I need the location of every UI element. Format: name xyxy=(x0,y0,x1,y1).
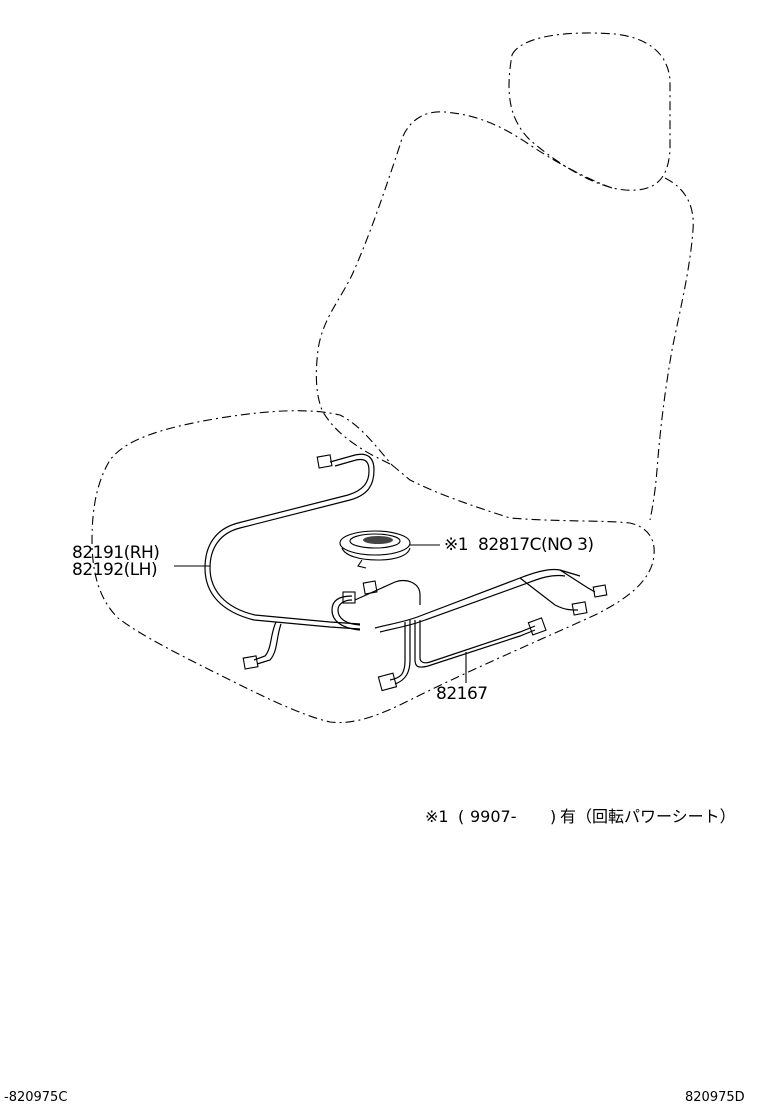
label-82167: 82167 xyxy=(436,684,488,704)
figure-code-right: 820975D xyxy=(685,1090,745,1105)
spiral-cable-82817C xyxy=(339,530,411,569)
footnote-close-paren: ) xyxy=(550,807,557,826)
footnote-text: 有（回転パワーシート） xyxy=(560,807,736,826)
label-82191-rh: 82191(RH) xyxy=(72,543,160,563)
connector xyxy=(592,584,608,598)
connector xyxy=(316,454,333,469)
connector xyxy=(377,672,398,692)
connector xyxy=(527,617,547,636)
connector xyxy=(242,655,259,670)
connector xyxy=(362,580,378,595)
label-spiral-cable-mark: ※1 xyxy=(444,535,469,555)
seat-back-outline xyxy=(315,111,613,466)
footnote-open-paren: ( xyxy=(458,807,465,826)
figure-code-left: -820975C xyxy=(4,1090,68,1105)
seat-cushion-outline xyxy=(91,410,655,724)
seat-harness-82191 xyxy=(204,453,375,665)
seat-back-right-outline xyxy=(649,177,694,521)
label-82192-lh: 82192(LH) xyxy=(72,560,158,580)
cushion-harness-82167 xyxy=(331,568,596,685)
headrest-outline xyxy=(508,32,671,191)
label-82817C: 82817C(NO 3) xyxy=(478,535,594,555)
connector xyxy=(342,591,356,604)
footnote-date-from: 9907- xyxy=(470,807,517,826)
connector xyxy=(571,601,588,616)
footnote-mark: ※1 xyxy=(425,807,449,826)
